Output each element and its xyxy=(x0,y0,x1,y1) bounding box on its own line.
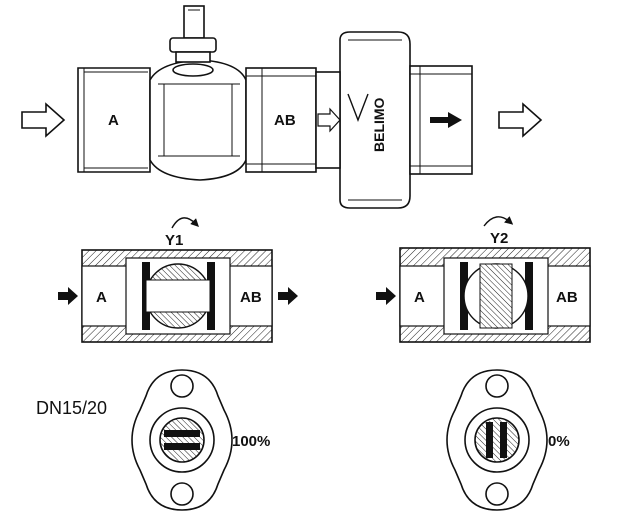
outlet-pipe xyxy=(245,67,317,173)
ball-section-y1: Y1 A AB xyxy=(58,217,298,343)
union-housing xyxy=(339,31,411,209)
section-y2-port-ab: AB xyxy=(556,289,578,306)
rotation-label-y2: Y2 xyxy=(490,230,508,247)
flow-in-arrow-icon xyxy=(21,102,66,138)
outlet-flow-arrow-icon xyxy=(430,112,462,128)
rotation-arrow-y2-icon xyxy=(483,216,514,227)
stem-indicator-open xyxy=(131,369,233,511)
inner-flow-arrow-icon xyxy=(317,107,341,133)
inlet-pipe xyxy=(77,67,151,173)
size-label: DN15/20 xyxy=(36,398,107,418)
flow-out-arrow-icon xyxy=(498,102,543,138)
stem-indicator-closed xyxy=(446,369,548,511)
rotation-label-y1: Y1 xyxy=(165,232,183,249)
valve-port-ab-label: AB xyxy=(274,112,296,129)
brand-label: BELIMO xyxy=(371,97,387,152)
section-y2-port-a: A xyxy=(414,289,425,306)
valve-stem xyxy=(183,5,205,39)
section-y1-port-a: A xyxy=(96,289,107,306)
section-y1-port-ab: AB xyxy=(240,289,262,306)
valve-assembly xyxy=(21,5,543,209)
opening-label-closed: 0% xyxy=(548,433,570,450)
valve-port-a-label: A xyxy=(108,112,119,129)
ball-section-y2: Y2 A AB xyxy=(376,216,591,343)
opening-label-open: 100% xyxy=(232,433,270,450)
rotation-arrow-y1-icon xyxy=(171,217,199,229)
